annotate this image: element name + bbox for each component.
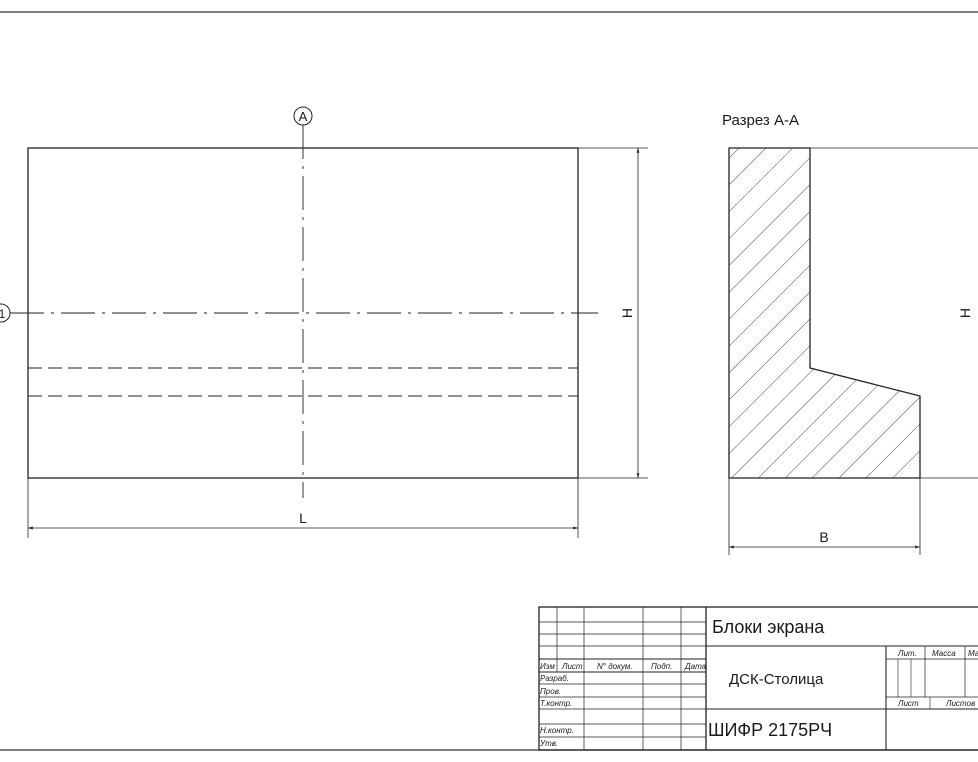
role-approved: Утв. — [539, 739, 558, 748]
role-norm-control: Н.контр. — [540, 726, 574, 735]
role-tech-control: Т.контр. — [540, 699, 572, 708]
stage-scale: Ма — [968, 649, 978, 658]
section-view: Разрез А-А H B — [722, 112, 978, 555]
column-change: Изм — [540, 662, 555, 671]
axis-1-bubble — [0, 303, 11, 323]
dimension-label-l: L — [299, 510, 307, 526]
plan-view: A 1 L H — [0, 106, 648, 538]
dimension-label-h-section: H — [957, 308, 973, 318]
section-profile — [728, 147, 921, 479]
axis-a-bubble — [293, 106, 313, 126]
title-block — [538, 606, 978, 751]
sheets-label: Листов — [945, 699, 975, 708]
column-sheet: Лист — [561, 662, 583, 671]
column-doc-no: N° докум. — [597, 662, 633, 671]
axis-a-label: A — [299, 109, 308, 124]
title-block-organization: ДСК-Столица — [729, 671, 824, 688]
title-block-outline — [538, 606, 978, 751]
dimension-label-h: H — [619, 308, 635, 318]
title-block-name: Блоки экрана — [712, 617, 825, 637]
sheet-label: Лист — [897, 699, 919, 708]
column-signature: Подп. — [651, 662, 672, 671]
title-block-code: ШИФР 2175РЧ — [708, 720, 832, 740]
stage-lit: Лит. — [897, 649, 917, 658]
role-checked: Пров. — [540, 687, 561, 696]
column-date: Дата — [684, 662, 707, 671]
stage-mass: Масса — [932, 649, 956, 658]
role-developed: Разраб. — [540, 674, 569, 683]
axis-1-label: 1 — [0, 307, 6, 321]
dimension-label-b: B — [819, 529, 828, 545]
section-title: Разрез А-А — [722, 112, 799, 129]
